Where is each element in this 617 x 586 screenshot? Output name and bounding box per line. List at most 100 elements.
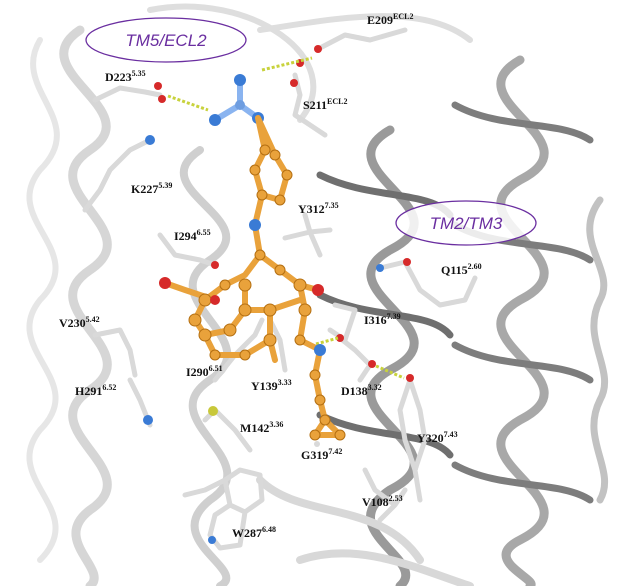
region-label-tm2-tm3: TM2/TM3 (430, 214, 503, 233)
residue-g319-atom (314, 441, 320, 447)
residue-labels: E209ECL2 D2235.35 S211ECL2 K2275.39 Y312… (59, 12, 482, 540)
region-annotations: TM5/ECL2 TM2/TM3 (85, 17, 537, 246)
hbond-y320 (375, 364, 405, 380)
carbon-atom (219, 279, 231, 291)
carbon-atom (314, 394, 326, 406)
region-oval-tm5-ecl2 (85, 17, 247, 63)
residue-d223-stick (92, 85, 163, 103)
carbon-atom (309, 369, 321, 381)
carbon-atom (274, 264, 286, 276)
carbon-atom (256, 189, 268, 201)
carbon-atom (334, 429, 346, 441)
oxygen-atom (368, 360, 376, 368)
residue-label-v108: V1082.53 (362, 494, 403, 509)
region-oval-tm2-tm3 (395, 200, 537, 246)
nitrogen-atom (209, 114, 221, 126)
oxygen-atom (406, 374, 414, 382)
residue-label-i316: I3167.39 (364, 312, 401, 327)
helix-ribbon-tm5-inner (26, 37, 60, 563)
oxygen-atom (211, 261, 219, 269)
helix-ribbon-tm3 (366, 125, 419, 586)
helix-ribbon-tm5 (59, 25, 112, 586)
residue-i294-stick (157, 232, 218, 268)
residue-label-d138: D1383.32 (341, 383, 382, 398)
carbon-atom (309, 429, 321, 441)
hydrogen-bonds (167, 56, 405, 380)
residue-label-i290: I2906.51 (186, 364, 223, 379)
carbon-atom (298, 303, 312, 317)
residue-label-w287: W2876.48 (232, 525, 276, 540)
carbon-atom (269, 149, 281, 161)
nitrogen-atom (145, 135, 155, 145)
residue-q115-stick (377, 259, 478, 308)
residue-label-s211: S211ECL2 (303, 97, 347, 112)
helix-ribbon-tm2 (496, 55, 549, 586)
residue-label-y139: Y1393.33 (251, 378, 292, 393)
residue-label-i294: I2946.55 (174, 228, 211, 243)
helix-ribbon-tm6 (179, 146, 232, 586)
carbon-atom (223, 323, 237, 337)
residue-e209-stick (317, 27, 408, 51)
residue-sticks (82, 27, 478, 551)
residue-label-k227: K2275.39 (131, 181, 172, 196)
ligand (159, 74, 346, 441)
carbon-atom (198, 293, 212, 307)
ligand-cyclopropyl-bonds (312, 417, 343, 438)
carbon-atom (259, 144, 271, 156)
residue-s211-stick (292, 72, 328, 138)
carbon-atom (249, 164, 261, 176)
nitrogen-atom (143, 415, 153, 425)
oxygen-atom (314, 45, 322, 53)
residue-v230-stick (92, 327, 138, 378)
region-label-tm5-ecl2: TM5/ECL2 (125, 31, 207, 50)
carbon-atom (198, 328, 212, 342)
nitrogen-atom (234, 74, 246, 86)
carbon-atom (319, 414, 331, 426)
carbon-atom (238, 278, 252, 292)
residue-k227-stick (82, 137, 153, 213)
sulfur-atom (208, 406, 218, 416)
carbon-atom (239, 349, 251, 361)
loop-ecl2 (147, 3, 473, 123)
helix-ribbons (26, 3, 609, 586)
oxygen-atom (210, 295, 220, 305)
residue-label-y312: Y3127.35 (298, 201, 339, 216)
oxygen-atom (403, 258, 411, 266)
residue-label-d223: D2235.35 (105, 69, 146, 84)
carbon-atom (209, 349, 221, 361)
residue-i316-stick (327, 302, 358, 343)
residue-label-y320: Y3207.43 (417, 430, 458, 445)
residue-i290-stick (212, 317, 265, 383)
carbon-atom (235, 100, 245, 110)
loop-bottom (256, 476, 474, 586)
residue-label-h291: H2916.52 (75, 383, 116, 398)
carbon-atom (254, 249, 266, 261)
residue-label-q115: Q1152.60 (441, 262, 482, 277)
nitrogen-atom (314, 344, 326, 356)
nitrogen-atom (249, 219, 261, 231)
ligand-guanidine-bonds (212, 77, 261, 123)
oxygen-atom (159, 277, 171, 289)
residue-label-v230: V2305.42 (59, 315, 100, 330)
oxygen-atom (154, 82, 162, 90)
oxygen-atom (336, 334, 344, 342)
hbond-d138 (315, 336, 339, 346)
residue-label-e209: E209ECL2 (367, 12, 413, 27)
carbon-atom (294, 334, 306, 346)
residue-v108-stick (362, 467, 408, 523)
residue-y139-stick (267, 317, 288, 373)
hbond-e209 (261, 56, 313, 72)
residue-y320-stick (397, 377, 428, 503)
carbon-atom (188, 313, 202, 327)
carbon-atom (293, 278, 307, 292)
hbond-d223 (167, 94, 209, 112)
carbon-atom (263, 333, 277, 347)
carbon-atom (281, 169, 293, 181)
helix-ribbon-tm2-shade (451, 101, 594, 504)
carbon-atom (263, 303, 277, 317)
oxygen-atom (290, 79, 298, 87)
residue-heteroatoms (143, 45, 414, 544)
residue-y312-stick (282, 212, 333, 258)
oxygen-atom (312, 284, 324, 296)
